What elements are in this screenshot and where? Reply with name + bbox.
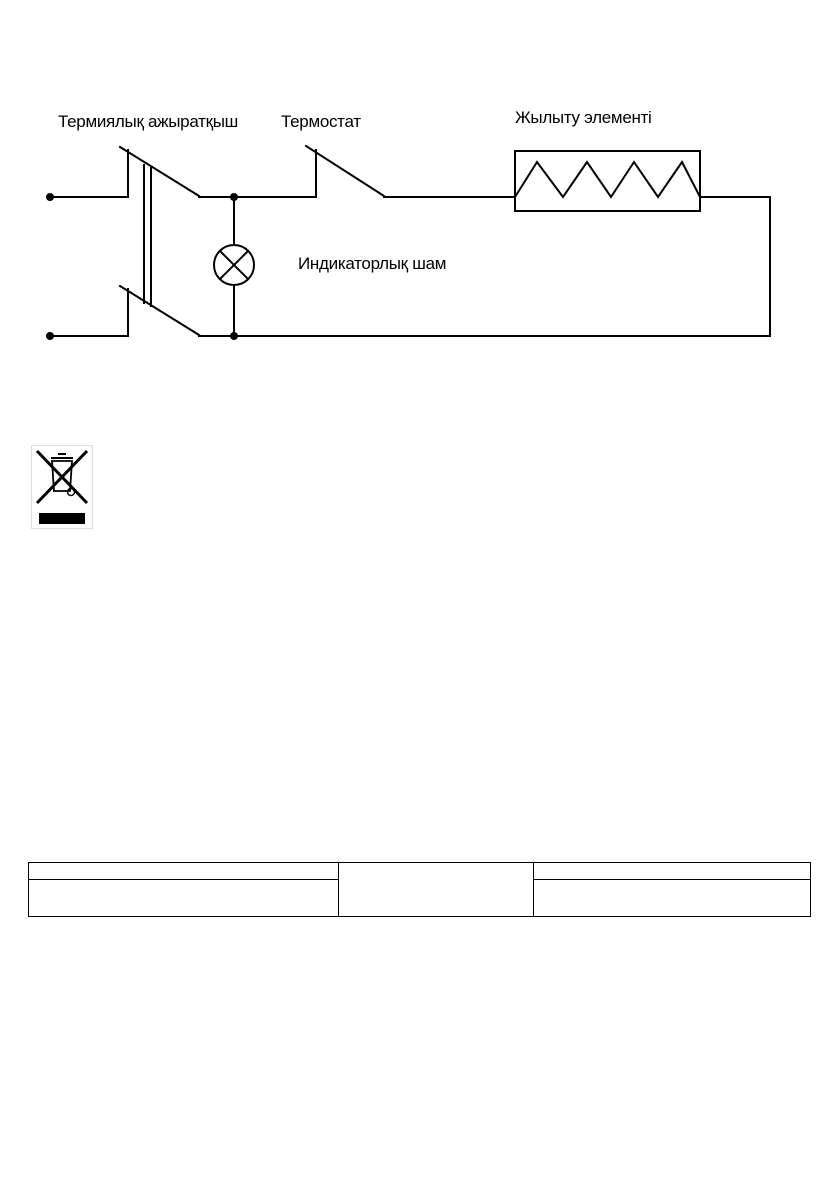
thermal-cutout-label: Термиялық ажыратқыш [58,112,238,131]
bottom-junction-dot [230,332,238,340]
table-cell [28,862,339,880]
indicator-lamp-label: Индикаторлық шам [298,254,447,273]
heating-element-box [514,150,701,212]
bottom-terminal-dot [46,332,54,340]
thermostat-label: Термостат [281,112,361,131]
top-junction-dot [230,193,238,201]
table-row [28,862,811,917]
table-cell [533,862,811,880]
lamp-cross-b [218,249,250,281]
crossed-out-wheelie-bin-icon [31,445,93,529]
table-cell [533,879,811,917]
circuit-diagram [46,144,771,340]
top-cutout-blade [118,145,201,198]
table-row [28,879,811,917]
table-cell [28,879,339,917]
top-terminal-dot [46,193,54,201]
heating-element-label: Жылыту элементі [515,108,652,127]
heating-element-zigzag [513,160,702,199]
table-cell [338,862,534,917]
return-wire [233,196,771,337]
indicator-lamp-symbol [213,244,255,286]
thermostat-blade [304,144,386,198]
bottom-cutout-blade [118,284,201,337]
footer-info-table [28,862,811,917]
